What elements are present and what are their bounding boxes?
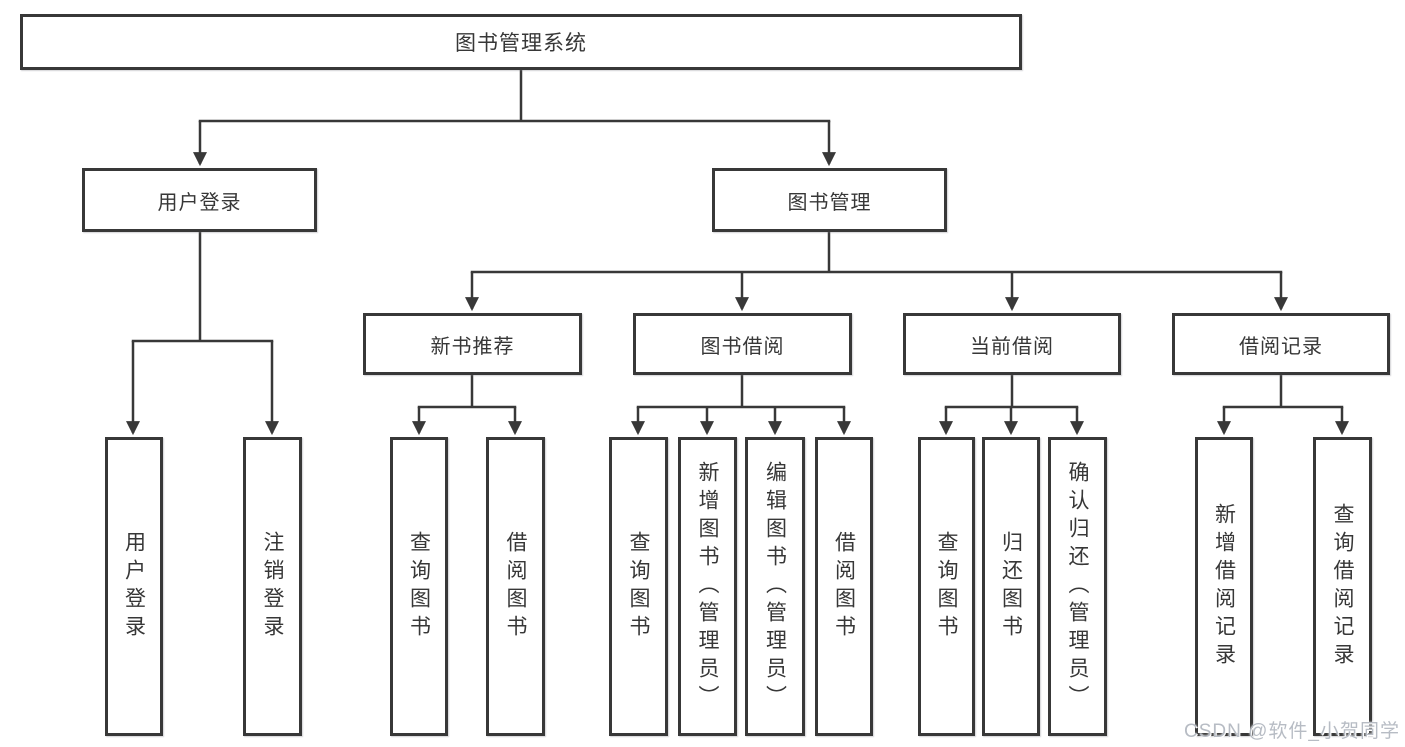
node-leaf-bb-add-books-label: 新增图书（管理员） <box>696 460 719 713</box>
node-book-borrow-label: 图书借阅 <box>700 335 785 358</box>
node-system-label: 图书管理系统 <box>455 32 587 55</box>
node-leaf-br-add-record: 新增借阅记录 <box>1195 437 1253 736</box>
node-current-borrow: 当前借阅 <box>903 313 1121 375</box>
node-leaf-logout-label: 注销登录 <box>261 530 284 643</box>
node-leaf-nb-query-books: 查询图书 <box>390 437 448 736</box>
node-borrow-records: 借阅记录 <box>1172 313 1390 375</box>
node-leaf-bb-edit-books-label: 编辑图书（管理员） <box>763 460 787 713</box>
node-leaf-cb-confirm-return-label: 确认归还（管理员） <box>1066 460 1089 713</box>
node-leaf-bb-query-books: 查询图书 <box>609 437 668 736</box>
node-leaf-user-login-label: 用户登录 <box>122 530 146 643</box>
node-leaf-user-login: 用户登录 <box>105 437 163 736</box>
node-leaf-cb-return-books-label: 归还图书 <box>999 530 1023 643</box>
node-new-book-recommend: 新书推荐 <box>363 313 582 375</box>
connector-shafts <box>131 68 1344 409</box>
node-book-management-label: 图书管理 <box>787 191 872 214</box>
node-leaf-bb-borrow-books: 借阅图书 <box>815 437 873 736</box>
node-book-borrow: 图书借阅 <box>633 313 852 375</box>
node-leaf-br-add-record-label: 新增借阅记录 <box>1212 502 1236 671</box>
node-new-book-recommend-label: 新书推荐 <box>430 335 515 358</box>
node-leaf-logout: 注销登录 <box>243 437 302 736</box>
node-leaf-br-query-record: 查询借阅记录 <box>1313 437 1372 736</box>
node-leaf-bb-add-books: 新增图书（管理员） <box>678 437 737 736</box>
node-user-login: 用户登录 <box>82 168 317 232</box>
node-leaf-bb-borrow-books-label: 借阅图书 <box>832 530 856 643</box>
node-leaf-nb-borrow-books-label: 借阅图书 <box>504 530 527 643</box>
node-leaf-cb-return-books: 归还图书 <box>982 437 1040 736</box>
node-leaf-nb-query-books-label: 查询图书 <box>407 530 431 643</box>
node-leaf-cb-query-books: 查询图书 <box>918 437 975 736</box>
node-leaf-br-query-record-label: 查询借阅记录 <box>1331 502 1354 671</box>
node-leaf-bb-edit-books: 编辑图书（管理员） <box>745 437 805 736</box>
node-leaf-nb-borrow-books: 借阅图书 <box>486 437 545 736</box>
node-system: 图书管理系统 <box>20 14 1022 70</box>
node-borrow-records-label: 借阅记录 <box>1239 335 1323 358</box>
node-user-login-label: 用户登录 <box>157 191 242 214</box>
csdn-watermark: CSDN @软件_小贺同学 <box>1184 721 1400 742</box>
node-leaf-bb-query-books-label: 查询图书 <box>627 530 650 643</box>
node-current-borrow-label: 当前借阅 <box>970 335 1054 358</box>
node-leaf-cb-confirm-return: 确认归还（管理员） <box>1048 437 1107 736</box>
node-leaf-cb-query-books-label: 查询图书 <box>935 530 958 643</box>
node-book-management: 图书管理 <box>712 168 947 232</box>
